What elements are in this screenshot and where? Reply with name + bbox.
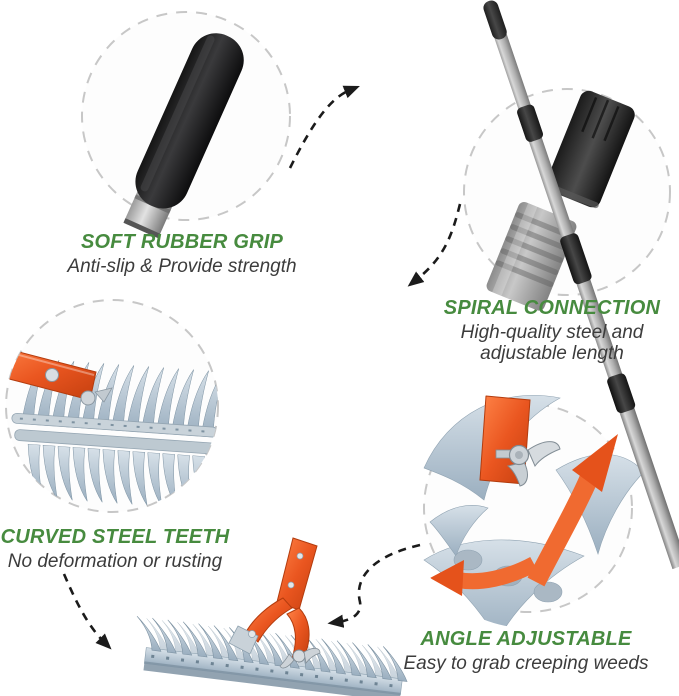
pole-collar-2 [560, 233, 592, 285]
rake-head [132, 537, 412, 696]
pole-top-grip-tip [483, 0, 507, 40]
callout-circle-angle [423, 394, 645, 628]
wing-nut [495, 441, 561, 487]
pole-collar-3 [607, 373, 636, 414]
head-wing-nut [279, 647, 321, 669]
screw-head [287, 581, 295, 589]
spiral-thread-tube [486, 201, 577, 311]
orange-head-bracket [228, 537, 321, 669]
dashed-arrow-angle-to-head [327, 543, 421, 628]
dashed-arrow-connection-to-pole [407, 203, 462, 287]
callout-circle-grip [81, 11, 291, 239]
screw-head [45, 368, 59, 382]
orange-arrow-up-head [572, 434, 618, 492]
pole-collar-1 [517, 104, 543, 142]
bolt-head [80, 390, 96, 406]
tooth-bar [132, 615, 412, 696]
rubber-grip-photo [123, 33, 244, 239]
foam-grip [135, 33, 244, 209]
threaded-tube-photo [486, 201, 577, 311]
dashed-arrow-text-to-teeth [62, 573, 112, 650]
orange-arrow-left-head [430, 560, 464, 596]
dashed-arrow-grip-to-pole [288, 85, 360, 169]
screw-head [248, 630, 256, 638]
telescopic-pole [483, 0, 679, 570]
orange-arrow-left [456, 556, 538, 590]
screw-head [296, 552, 304, 560]
callout-circle-connection [463, 88, 671, 311]
callout-circle-teeth [5, 299, 219, 513]
angle-mechanism-photo [423, 394, 645, 628]
orange-arrow-up [527, 472, 599, 587]
